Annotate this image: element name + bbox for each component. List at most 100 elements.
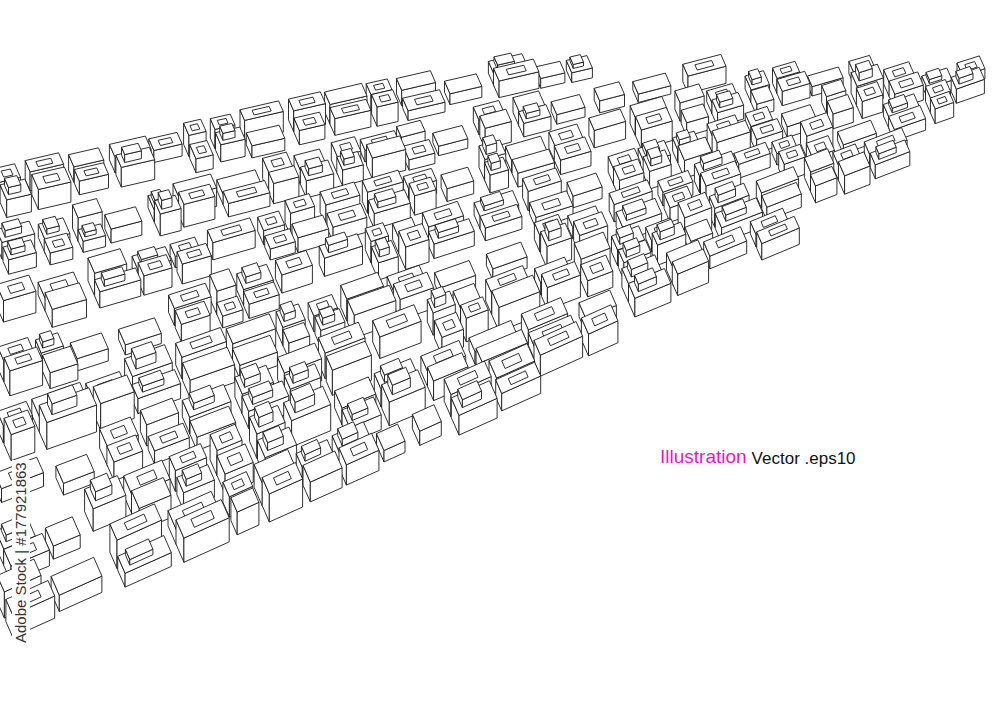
roof-detail [191, 510, 214, 527]
roof-detail [744, 149, 760, 159]
building-face [233, 335, 278, 365]
building-face [303, 451, 342, 482]
building-face [554, 137, 591, 160]
building-face [594, 82, 624, 101]
building-face [43, 346, 78, 373]
roof-block [101, 267, 125, 280]
building [303, 451, 342, 502]
roof-detail [350, 442, 368, 456]
roof-detail [331, 331, 352, 345]
roof-detail [506, 65, 526, 75]
building-face [73, 199, 103, 218]
building [403, 90, 445, 121]
building-face [589, 109, 626, 131]
roof-block [189, 385, 214, 403]
roof-detail [160, 431, 178, 443]
roof-block [240, 363, 260, 379]
building [4, 410, 35, 461]
building-face [169, 444, 206, 471]
building [554, 137, 591, 175]
roof-detail [158, 138, 173, 146]
building-face [285, 194, 315, 214]
building [951, 66, 984, 103]
building [319, 232, 362, 276]
building [536, 61, 565, 88]
building [45, 283, 86, 328]
building [373, 305, 421, 359]
building-face [409, 177, 436, 196]
building-face [132, 370, 181, 399]
roof-detail [342, 105, 360, 114]
building [223, 181, 270, 217]
roof-detail [254, 288, 270, 298]
building [367, 136, 406, 179]
building-face [551, 95, 585, 115]
building-face [451, 381, 497, 416]
roof-detail [779, 140, 790, 148]
building-face [889, 72, 923, 94]
building-face [393, 272, 433, 299]
building [217, 296, 243, 328]
building [523, 168, 562, 211]
building [177, 243, 211, 284]
roof-block [125, 539, 152, 560]
building-face [283, 323, 310, 344]
building-face [262, 463, 302, 494]
building-face [138, 255, 172, 276]
roof-block [435, 219, 458, 233]
building-face [118, 536, 172, 574]
building-face [412, 405, 441, 432]
building [44, 233, 73, 265]
building [496, 362, 541, 411]
building-face [190, 141, 214, 159]
roof-detail [622, 165, 635, 175]
building [231, 488, 259, 535]
building-face [633, 73, 671, 94]
roof-block [182, 464, 201, 480]
roof-detail [864, 87, 876, 96]
building [74, 163, 108, 195]
building [246, 125, 284, 158]
building [672, 249, 708, 296]
building [262, 463, 302, 523]
roof-detail [542, 198, 561, 210]
roof-detail [189, 190, 205, 199]
building-face [779, 144, 806, 164]
roof-detail [271, 158, 284, 167]
building-face [119, 318, 162, 345]
building [51, 557, 102, 611]
building-face [148, 423, 189, 451]
building-face [265, 229, 296, 249]
building-face [486, 242, 527, 269]
roof-detail [559, 130, 574, 140]
roof-block [305, 157, 322, 169]
roof-block [494, 53, 514, 65]
building [330, 99, 371, 135]
building [339, 433, 379, 485]
roof-block [2, 219, 22, 231]
building-face [327, 204, 367, 228]
roof-detail [769, 224, 788, 236]
roof-block [458, 381, 482, 400]
building-face [534, 322, 583, 356]
roof-detail [374, 83, 385, 90]
roof-block [325, 232, 347, 245]
building [589, 109, 626, 148]
building-face [609, 180, 652, 205]
building [441, 167, 474, 201]
roof-block [388, 367, 411, 385]
building-face [330, 99, 371, 118]
building [4, 347, 43, 396]
roof-block [90, 473, 112, 492]
roof-detail [899, 78, 914, 88]
building-face [0, 275, 36, 301]
building-face [870, 140, 910, 165]
illustration-title: Illustration [660, 446, 747, 469]
building [581, 305, 618, 356]
building [403, 140, 435, 171]
roof-detail [533, 175, 550, 185]
roof-detail [36, 158, 53, 166]
building-face [685, 219, 713, 241]
roof-block [5, 176, 21, 188]
